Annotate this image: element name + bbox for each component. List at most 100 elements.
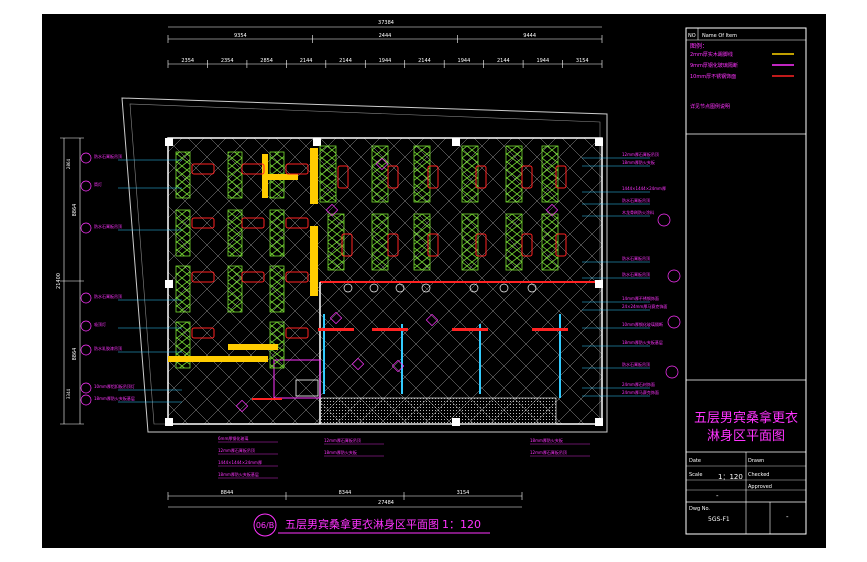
locker-unit <box>327 213 345 271</box>
callout-right: 防水石膏板吊顶 <box>622 197 650 203</box>
locker-unit <box>269 265 285 313</box>
wall-segment <box>310 226 318 296</box>
dimension-text: 2864 <box>66 158 71 169</box>
callout-bottom: 12mm厚石膏板吊顶 <box>218 447 255 453</box>
dimension-text: 2444 <box>379 33 392 39</box>
callout-right: 1444×1444×24mm厚 <box>622 186 666 191</box>
bench <box>191 271 215 283</box>
bench <box>555 233 567 257</box>
locker-unit <box>371 213 389 271</box>
bench <box>387 165 399 189</box>
tb-rev: - <box>786 513 789 521</box>
dimension-text: 3154 <box>457 490 470 496</box>
tb-note: 详见节点图例说明 <box>690 103 730 110</box>
bench <box>521 165 533 189</box>
legend-item-text: 10mm厚不锈钢饰面 <box>690 73 736 80</box>
title-ref-circle <box>253 513 277 537</box>
washbasin <box>369 283 379 293</box>
bench <box>521 233 533 257</box>
locker-unit <box>175 265 191 313</box>
callout-right: 防水石膏板吊顶 <box>622 361 650 367</box>
shower-bar <box>532 328 568 331</box>
bench <box>341 233 353 257</box>
callout-left: 防水石膏板吊顶 <box>94 153 122 159</box>
bench <box>427 233 439 257</box>
locker-unit <box>269 209 285 257</box>
callout-right: 24mm厚马赛克饰面 <box>622 389 659 395</box>
locker-unit <box>227 265 243 313</box>
callout-right: 12mm厚石膏板吊顶 <box>622 151 659 157</box>
locker-unit <box>505 213 523 271</box>
legend-label: 图例： <box>690 42 708 50</box>
washbasin <box>421 283 431 293</box>
bench <box>337 165 349 189</box>
callout-bottom: 1444×1444×24mm厚 <box>218 460 262 465</box>
dimension-text: 2144 <box>339 58 352 64</box>
dimension-text: 8344 <box>339 490 352 496</box>
legend-item-text: 9mm厚钢化玻璃隔断 <box>690 62 738 69</box>
tb-dwg-label: Dwg No. <box>689 506 710 512</box>
washbasin <box>395 283 405 293</box>
bench <box>191 327 215 339</box>
callout-left: 吸顶灯 <box>94 321 106 327</box>
bench <box>427 165 439 189</box>
callout-right: 防水石膏板吊顶 <box>622 255 650 261</box>
tb-scale-label: Scale <box>689 472 702 478</box>
locker-unit <box>227 151 243 199</box>
washbasin <box>343 283 353 293</box>
tb-scale-value: 1：120 <box>718 473 743 481</box>
drawing-scale: 1：120 <box>442 518 481 531</box>
tb-row-drawn: Drawn <box>748 458 764 464</box>
tb-dwg-no: 5GS-F1 <box>708 516 730 523</box>
shower-room-fixture <box>295 379 319 397</box>
tb-row-date: Date <box>689 458 701 464</box>
shower-bar <box>372 328 408 331</box>
callout-right: 10mm厚钢化玻璃隔断 <box>622 321 663 327</box>
bench <box>475 165 487 189</box>
callout-bottom: 12mm厚石膏板吊顶 <box>530 449 567 455</box>
locker-unit <box>227 209 243 257</box>
dimension-text: 2144 <box>497 58 510 64</box>
callout-left: 18mm厚防火夹板基层 <box>94 395 135 401</box>
locker-unit <box>461 145 479 203</box>
drawing-title: 五层男宾桑拿更衣淋身区平面图 <box>285 517 439 531</box>
bench <box>191 163 215 175</box>
callout-left: 筒灯 <box>94 181 102 187</box>
callout-left: 防水石膏板吊顶 <box>94 223 122 229</box>
bench <box>475 233 487 257</box>
bench <box>285 163 309 175</box>
sheet-title-line2: 淋身区平面图 <box>707 428 785 444</box>
bench <box>241 271 265 283</box>
dimension-text: 3154 <box>576 58 589 64</box>
locker-unit <box>505 145 523 203</box>
tb-header-no: NO <box>688 33 696 39</box>
locker-unit <box>175 209 191 257</box>
washbasin <box>469 283 479 293</box>
legend-item-text: 2mm厚实木踢脚线 <box>690 51 733 58</box>
floor-bottom-band <box>319 397 557 425</box>
bench-group <box>191 163 568 339</box>
dimension-text: 8844 <box>221 490 234 496</box>
locker-group <box>168 145 559 369</box>
tb-dash: - <box>716 492 719 500</box>
callout-right: 木龙骨刷防火涂料 <box>622 209 654 215</box>
callout-right: 24mm厚石材饰面 <box>622 381 655 387</box>
dimension-text: 9444 <box>523 33 536 39</box>
callout-bottom: 18mm厚防火夹板 <box>530 437 563 443</box>
callout-bottom: 6mm厚钢化玻璃 <box>218 435 248 441</box>
dimension-text: 2144 <box>418 58 431 64</box>
dimension-text: 1944 <box>536 58 549 64</box>
locker-unit <box>413 145 431 203</box>
callouts: 防水石膏板吊顶筒灯防水石膏板吊顶防水石膏板吊顶吸顶灯防水乳胶漆吊顶10mm厚铝扣… <box>80 151 681 479</box>
dimension-text: 9354 <box>234 33 247 39</box>
callout-right: 14mm厚不锈钢饰面 <box>622 295 659 301</box>
shower-bar <box>318 328 354 331</box>
wall-segment <box>310 148 318 204</box>
callout-bottom: 12mm厚石膏板吊顶 <box>324 437 361 443</box>
dimension-text: 8864 <box>72 204 78 217</box>
locker-unit <box>319 145 337 203</box>
wall-segment <box>262 174 298 180</box>
title-block <box>685 27 807 535</box>
shower-room <box>273 359 321 399</box>
